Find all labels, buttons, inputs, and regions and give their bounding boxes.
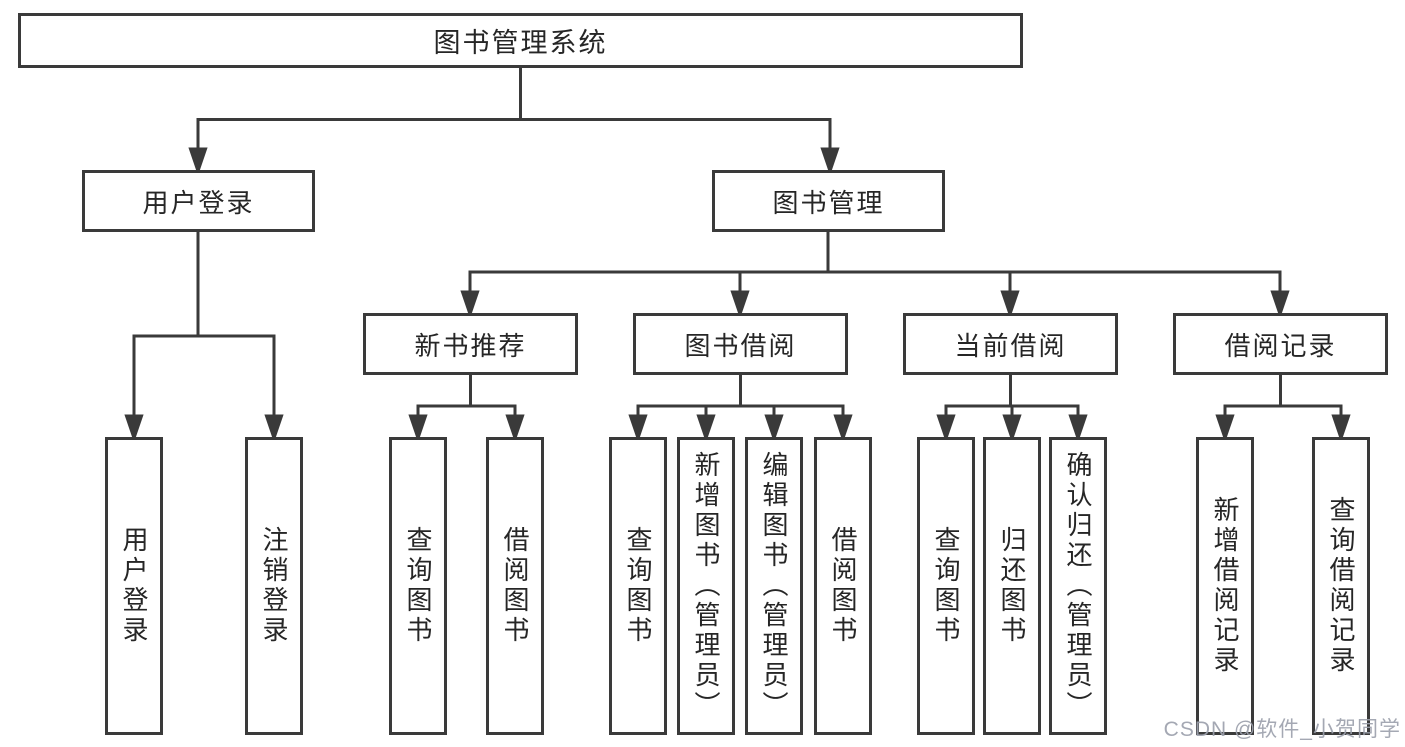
leaf-query-borrow-record: 查询借阅记录 bbox=[1312, 437, 1370, 735]
arrowhead bbox=[505, 414, 525, 443]
leaf-add-books-admin: 新增图书（管理员） bbox=[677, 437, 735, 735]
node-current-borrow: 当前借阅 bbox=[903, 313, 1118, 375]
arrowhead bbox=[124, 414, 144, 443]
arrowhead bbox=[696, 414, 716, 443]
arrowhead bbox=[1215, 414, 1235, 443]
leaf-edit-books-admin: 编辑图书（管理员） bbox=[745, 437, 803, 735]
leaf-query-books: 查询图书 bbox=[389, 437, 447, 735]
node-library-management-system: 图书管理系统 bbox=[18, 13, 1023, 68]
arrowhead bbox=[833, 414, 853, 443]
node-new-book-recommend: 新书推荐 bbox=[363, 313, 578, 375]
arrowhead bbox=[730, 290, 750, 319]
node-user-login: 用户登录 bbox=[82, 170, 315, 232]
arrowhead bbox=[764, 414, 784, 443]
arrowhead bbox=[936, 414, 956, 443]
leaf-query-books: 查询图书 bbox=[917, 437, 975, 735]
arrowhead bbox=[1270, 290, 1290, 319]
leaf-borrow-books: 借阅图书 bbox=[486, 437, 544, 735]
arrowhead bbox=[460, 290, 480, 319]
arrowhead bbox=[1000, 290, 1020, 319]
leaf-query-books: 查询图书 bbox=[609, 437, 667, 735]
leaf-return-books: 归还图书 bbox=[983, 437, 1041, 735]
leaf-add-borrow-record: 新增借阅记录 bbox=[1196, 437, 1254, 735]
arrowhead bbox=[1068, 414, 1088, 443]
node-book-management: 图书管理 bbox=[712, 170, 945, 232]
arrowhead bbox=[628, 414, 648, 443]
leaf-user-login: 用户登录 bbox=[105, 437, 163, 735]
leaf-logout: 注销登录 bbox=[245, 437, 303, 735]
arrowhead bbox=[264, 414, 284, 443]
node-borrow-records: 借阅记录 bbox=[1173, 313, 1388, 375]
leaf-confirm-return-admin: 确认归还（管理员） bbox=[1049, 437, 1107, 735]
arrowhead bbox=[820, 147, 840, 176]
leaf-borrow-books: 借阅图书 bbox=[814, 437, 872, 735]
arrowhead bbox=[1331, 414, 1351, 443]
arrowhead bbox=[408, 414, 428, 443]
csdn-watermark: CSDN @软件_小贺同学 bbox=[1163, 718, 1401, 741]
arrowhead bbox=[1002, 414, 1022, 443]
node-book-borrow: 图书借阅 bbox=[633, 313, 848, 375]
arrowhead bbox=[188, 147, 208, 176]
